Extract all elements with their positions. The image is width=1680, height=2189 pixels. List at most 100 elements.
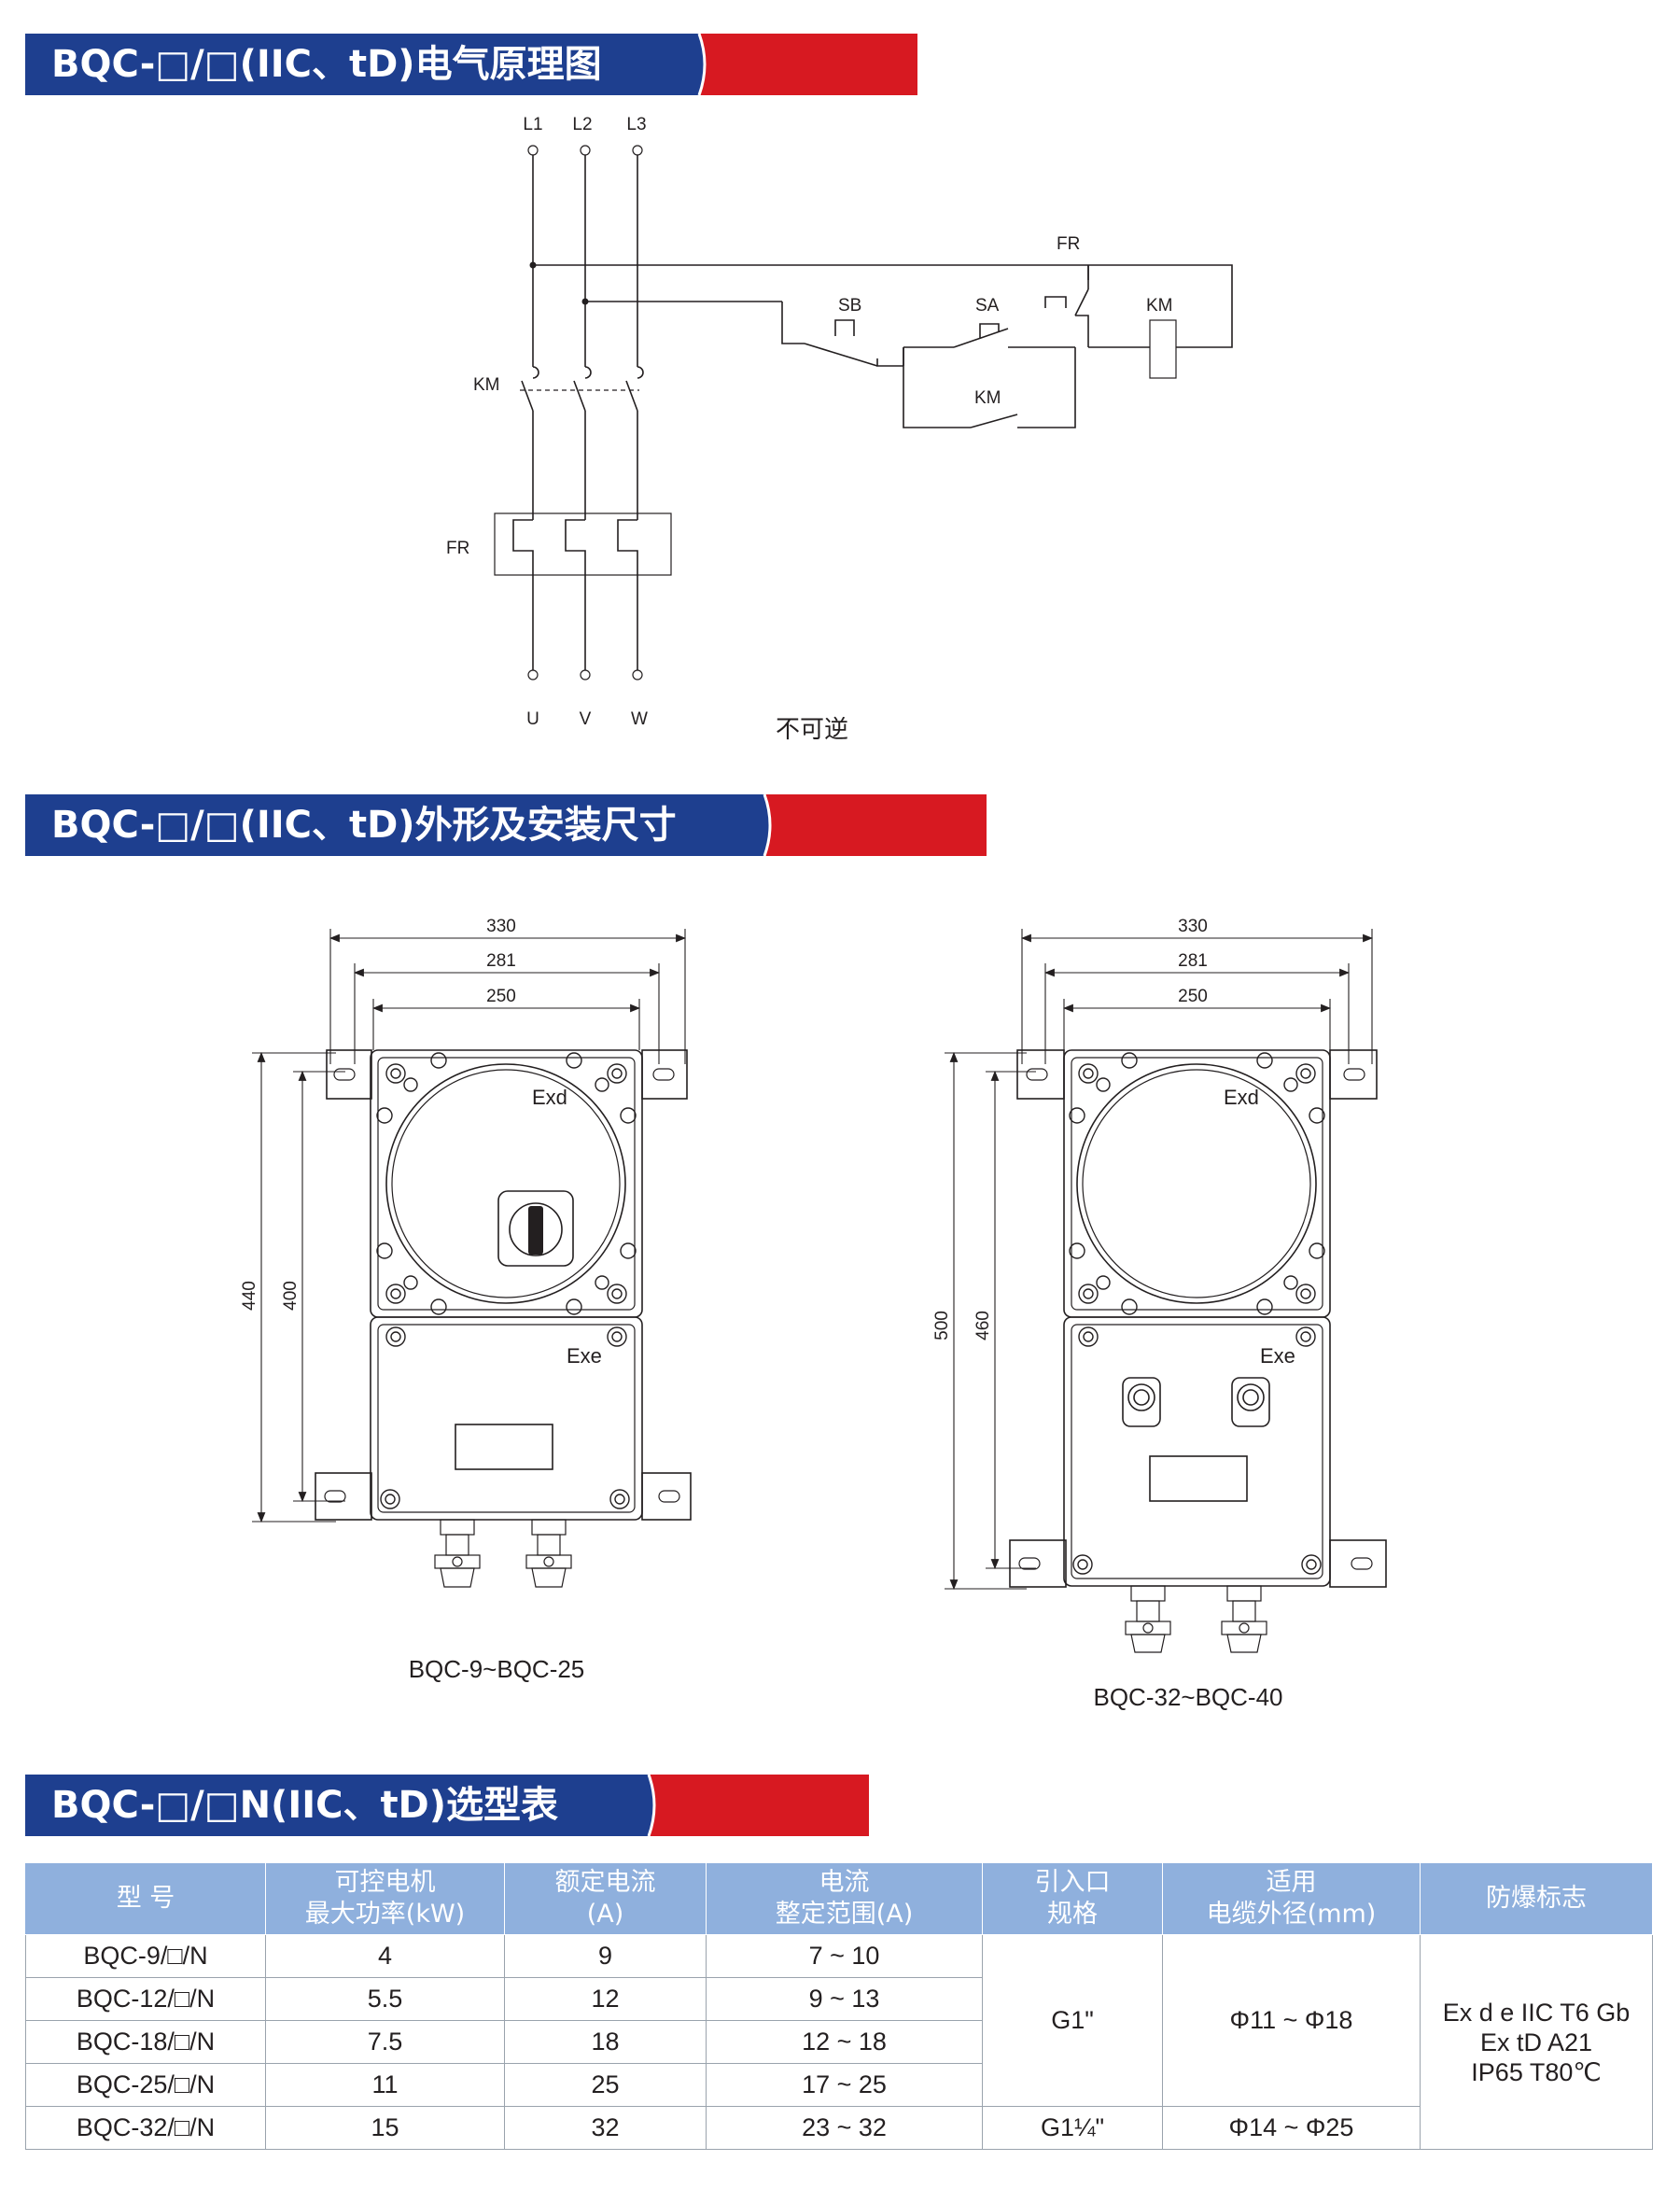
mounting-lug xyxy=(641,1049,688,1100)
terminal-w xyxy=(632,669,643,681)
fr-relay-box xyxy=(494,512,672,576)
exe-label: Exe xyxy=(1260,1344,1295,1368)
outline-left-caption: BQC-9~BQC-25 xyxy=(409,1655,585,1683)
phase-label-l1: L1 xyxy=(523,115,542,134)
output-label-w: W xyxy=(631,709,648,729)
dim-width-inner: 250 xyxy=(486,987,516,1006)
header-current: 额定电流(A) xyxy=(504,1862,707,1935)
section-banner-table: BQC-□/□N(IIC、tD)选型表 xyxy=(25,1775,869,1836)
outline-drawings: 330 281 250 440 400 Exd xyxy=(240,917,1387,1711)
km-main-label: KM xyxy=(473,375,500,395)
cell-current: 9 xyxy=(504,1934,707,1978)
exe-label: Exe xyxy=(567,1344,602,1368)
sb-label: SB xyxy=(838,296,861,316)
dim-width-mid: 281 xyxy=(1178,951,1208,971)
cell-range: 23 ~ 32 xyxy=(706,2106,983,2150)
section-title: BQC-□/□N(IIC、tD)选型表 xyxy=(51,1784,559,1827)
exd-cover xyxy=(385,1063,626,1304)
mounting-lug xyxy=(641,1472,692,1521)
mounting-lug xyxy=(1009,1539,1067,1588)
schematic-caption: 不可逆 xyxy=(776,715,848,743)
table-row: BQC-18/□/N 7.5 18 12 ~ 18 xyxy=(25,2020,1653,2064)
cell-current: 12 xyxy=(504,1977,707,2021)
cell-model: BQC-9/□/N xyxy=(25,1934,266,1978)
indicator-button xyxy=(1122,1377,1161,1427)
cell-range: 12 ~ 18 xyxy=(706,2020,983,2064)
exd-cover xyxy=(1076,1063,1317,1304)
fr-main-label: FR xyxy=(446,539,469,558)
cell-entry: G1¼" xyxy=(982,2106,1163,2150)
mounting-lug xyxy=(1329,1539,1387,1588)
output-label-u: U xyxy=(526,709,539,729)
cable-gland xyxy=(1125,1585,1171,1653)
header-model: 型 号 xyxy=(25,1862,266,1935)
electrical-schematic: L1 L2 L3 KM FR U V W SB SA KM xyxy=(446,115,1233,743)
cell-current: 25 xyxy=(504,2063,707,2107)
exd-enclosure xyxy=(370,1049,643,1318)
terminal-u xyxy=(527,669,539,681)
dim-width-mid: 281 xyxy=(486,951,516,971)
cell-exmark: Ex d e IIC T6 Gb Ex tD A21 IP65 T80℃ xyxy=(1420,1934,1653,2150)
exe-enclosure xyxy=(1063,1316,1331,1587)
cell-model: BQC-12/□/N xyxy=(25,1977,266,2021)
phase-label-l3: L3 xyxy=(626,115,646,134)
window xyxy=(455,1424,553,1470)
cell-range: 17 ~ 25 xyxy=(706,2063,983,2107)
dim-height-inner: 400 xyxy=(281,1281,301,1311)
cell-cable: Φ11 ~ Φ18 xyxy=(1162,1934,1421,2107)
mounting-lug xyxy=(326,1049,372,1100)
cell-range: 9 ~ 13 xyxy=(706,1977,983,2021)
dim-height-inner: 460 xyxy=(973,1311,993,1340)
window xyxy=(1149,1455,1248,1502)
dim-width-outer: 330 xyxy=(1178,917,1208,936)
dim-width-outer: 330 xyxy=(486,917,516,936)
outline-right-caption: BQC-32~BQC-40 xyxy=(1093,1683,1282,1711)
cell-power: 5.5 xyxy=(265,1977,505,2021)
section-title: BQC-□/□(IIC、tD)外形及安装尺寸 xyxy=(51,804,677,847)
cell-model: BQC-18/□/N xyxy=(25,2020,266,2064)
header-range: 电流整定范围(A) xyxy=(706,1862,983,1935)
cell-model: BQC-25/□/N xyxy=(25,2063,266,2107)
dim-height-outer: 440 xyxy=(240,1281,259,1311)
cable-gland xyxy=(525,1519,572,1588)
outline-left: 330 281 250 440 400 Exd xyxy=(240,917,692,1683)
selection-table: 型 号 可控电机最大功率(kW) 额定电流(A) 电流整定范围(A) 引入口规格… xyxy=(25,1862,1653,2150)
header-cable: 适用电缆外径(mm) xyxy=(1162,1862,1421,1935)
km-coil-label: KM xyxy=(1146,296,1173,316)
mounting-lug xyxy=(1329,1049,1378,1100)
cell-entry: G1" xyxy=(982,1934,1163,2107)
exd-label: Exd xyxy=(1224,1086,1259,1109)
cable-gland xyxy=(1221,1585,1267,1653)
section-title: BQC-□/□(IIC、tD)电气原理图 xyxy=(51,43,602,86)
cell-range: 7 ~ 10 xyxy=(706,1934,983,1978)
km-aux-label: KM xyxy=(974,388,1001,408)
cell-model: BQC-32/□/N xyxy=(25,2106,266,2150)
terminal-v xyxy=(580,669,591,681)
cable-gland xyxy=(434,1519,481,1588)
cell-current: 18 xyxy=(504,2020,707,2064)
table-row: BQC-12/□/N 5.5 12 9 ~ 13 xyxy=(25,1977,1653,2021)
table-row: BQC-32/□/N 15 32 23 ~ 32 G1¼" Φ14 ~ Φ25 xyxy=(25,2106,1653,2150)
cell-current: 32 xyxy=(504,2106,707,2150)
terminal-l1 xyxy=(527,145,539,156)
output-label-v: V xyxy=(580,709,592,729)
dim-height-outer: 500 xyxy=(932,1311,952,1340)
header-entry: 引入口规格 xyxy=(982,1862,1163,1935)
km-coil xyxy=(1149,319,1177,379)
mounting-lug xyxy=(1016,1049,1065,1100)
dim-width-inner: 250 xyxy=(1178,987,1208,1006)
exd-label: Exd xyxy=(532,1086,567,1109)
terminal-l2 xyxy=(580,145,591,156)
section-banner-schematic: BQC-□/□(IIC、tD)电气原理图 xyxy=(25,34,917,95)
terminal-l3 xyxy=(632,145,643,156)
cell-power: 7.5 xyxy=(265,2020,505,2064)
cell-power: 15 xyxy=(265,2106,505,2150)
fr-contact-label: FR xyxy=(1057,234,1080,254)
exe-enclosure xyxy=(370,1316,643,1521)
mounting-lug xyxy=(315,1472,372,1521)
exd-enclosure xyxy=(1063,1049,1331,1318)
cell-power: 4 xyxy=(265,1934,505,1978)
sa-label: SA xyxy=(975,296,1000,316)
section-banner-outline: BQC-□/□(IIC、tD)外形及安装尺寸 xyxy=(25,794,987,856)
rotary-switch xyxy=(497,1190,574,1267)
